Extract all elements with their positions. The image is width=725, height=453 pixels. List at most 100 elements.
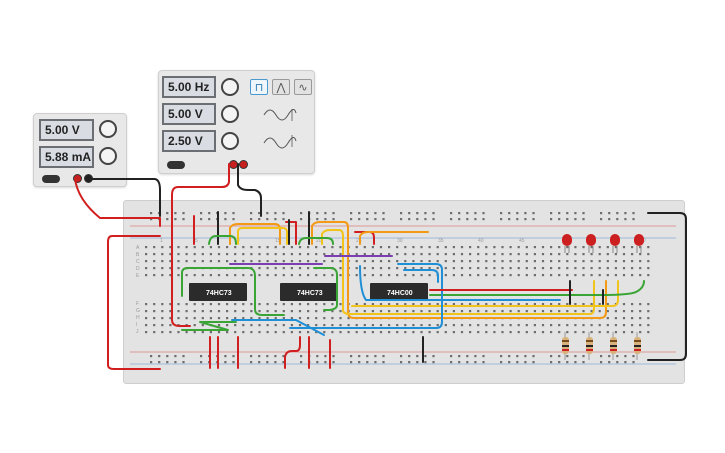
breadboard-hole[interactable] [622,324,626,327]
breadboard-hole[interactable] [647,267,650,270]
breadboard-hole[interactable] [477,303,480,306]
breadboard-hole[interactable] [509,303,512,306]
breadboard-hole[interactable] [363,274,366,277]
breadboard-hole[interactable] [258,260,261,263]
breadboard-hole[interactable] [250,303,253,306]
breadboard-hole[interactable] [177,310,180,313]
breadboard-hole[interactable] [226,331,229,334]
breadboard-hole[interactable] [428,303,431,306]
breadboard-hole[interactable] [169,260,172,263]
breadboard-hole[interactable] [266,310,269,313]
breadboard-hole[interactable] [150,361,153,364]
breadboard-hole[interactable] [574,212,577,215]
breadboard-hole[interactable] [323,260,326,263]
breadboard-hole[interactable] [420,310,423,313]
breadboard-hole[interactable] [525,303,528,306]
breadboard-hole[interactable] [182,361,185,364]
breadboard-hole[interactable] [209,303,212,306]
breadboard-hole[interactable] [250,355,253,358]
breadboard-hole[interactable] [452,310,455,313]
breadboard-hole[interactable] [485,253,488,256]
breadboard-hole[interactable] [193,331,196,334]
breadboard-hole[interactable] [153,260,156,263]
breadboard-hole[interactable] [631,274,634,277]
breadboard-hole[interactable] [158,355,161,358]
right-ground-wire[interactable] [647,212,687,361]
breadboard-hole[interactable] [566,355,569,358]
breadboard-hole[interactable] [323,331,326,334]
breadboard-hole[interactable] [408,212,411,215]
breadboard-hole[interactable] [550,303,553,306]
breadboard-hole[interactable] [493,274,496,277]
breadboard-hole[interactable] [274,324,277,327]
breadboard-hole[interactable] [266,267,269,270]
breadboard-hole[interactable] [460,303,464,306]
breadboard-hole[interactable] [201,260,204,263]
breadboard-hole[interactable] [574,310,577,313]
breadboard-hole[interactable] [493,267,496,270]
breadboard-hole[interactable] [323,317,326,320]
breadboard-hole[interactable] [436,310,439,313]
breadboard-hole[interactable] [298,260,302,263]
breadboard-hole[interactable] [282,212,285,215]
breadboard-hole[interactable] [482,361,485,364]
breadboard-hole[interactable] [500,355,503,358]
breadboard-hole[interactable] [224,212,227,215]
breadboard-hole[interactable] [493,303,496,306]
breadboard-hole[interactable] [217,303,221,306]
breadboard-hole[interactable] [614,324,617,327]
breadboard-hole[interactable] [532,355,535,358]
breadboard-hole[interactable] [400,218,403,221]
breadboard-hole[interactable] [508,212,511,215]
breadboard-hole[interactable] [582,361,585,364]
breadboard-hole[interactable] [298,267,302,270]
breadboard-hole[interactable] [582,267,585,270]
breadboard-hole[interactable] [166,218,169,221]
breadboard-hole[interactable] [647,317,650,320]
breadboard-hole[interactable] [566,324,569,327]
breadboard-hole[interactable] [258,310,261,313]
breadboard-hole[interactable] [355,303,358,306]
breadboard-hole[interactable] [226,310,229,313]
breadboard-hole[interactable] [331,317,334,320]
breadboard-hole[interactable] [541,267,545,270]
breadboard-hole[interactable] [193,260,196,263]
breadboard-hole[interactable] [412,246,415,249]
breadboard-hole[interactable] [396,310,399,313]
breadboard-hole[interactable] [324,212,327,215]
breadboard-hole[interactable] [185,331,188,334]
breadboard-hole[interactable] [452,246,455,249]
breadboard-hole[interactable] [501,274,504,277]
breadboard-hole[interactable] [145,331,148,334]
breadboard-hole[interactable] [250,218,253,221]
breadboard-hole[interactable] [363,246,366,249]
breadboard-hole[interactable] [432,361,435,364]
breadboard-hole[interactable] [282,274,285,277]
breadboard-hole[interactable] [460,253,464,256]
breadboard-hole[interactable] [242,331,245,334]
amplitude-knob[interactable] [221,105,239,123]
breadboard-hole[interactable] [416,355,419,358]
breadboard-hole[interactable] [169,324,172,327]
breadboard-hole[interactable] [469,324,472,327]
breadboard-hole[interactable] [598,324,601,327]
breadboard-hole[interactable] [541,274,545,277]
breadboard-hole[interactable] [201,274,204,277]
breadboard-hole[interactable] [416,361,419,364]
breadboard-hole[interactable] [452,260,455,263]
breadboard-hole[interactable] [477,331,480,334]
breadboard-hole[interactable] [182,218,185,221]
chip-74hc73-a[interactable]: 74HC73 [189,283,247,301]
breadboard-hole[interactable] [566,267,569,270]
breadboard-hole[interactable] [209,253,212,256]
breadboard-hole[interactable] [550,324,553,327]
breadboard-hole[interactable] [316,212,319,215]
breadboard-hole[interactable] [582,355,585,358]
breadboard-hole[interactable] [339,303,342,306]
breadboard-hole[interactable] [153,246,156,249]
breadboard-hole[interactable] [358,218,361,221]
breadboard-hole[interactable] [606,260,609,263]
breadboard-hole[interactable] [169,246,172,249]
breadboard-hole[interactable] [371,303,374,306]
breadboard-hole[interactable] [614,253,617,256]
